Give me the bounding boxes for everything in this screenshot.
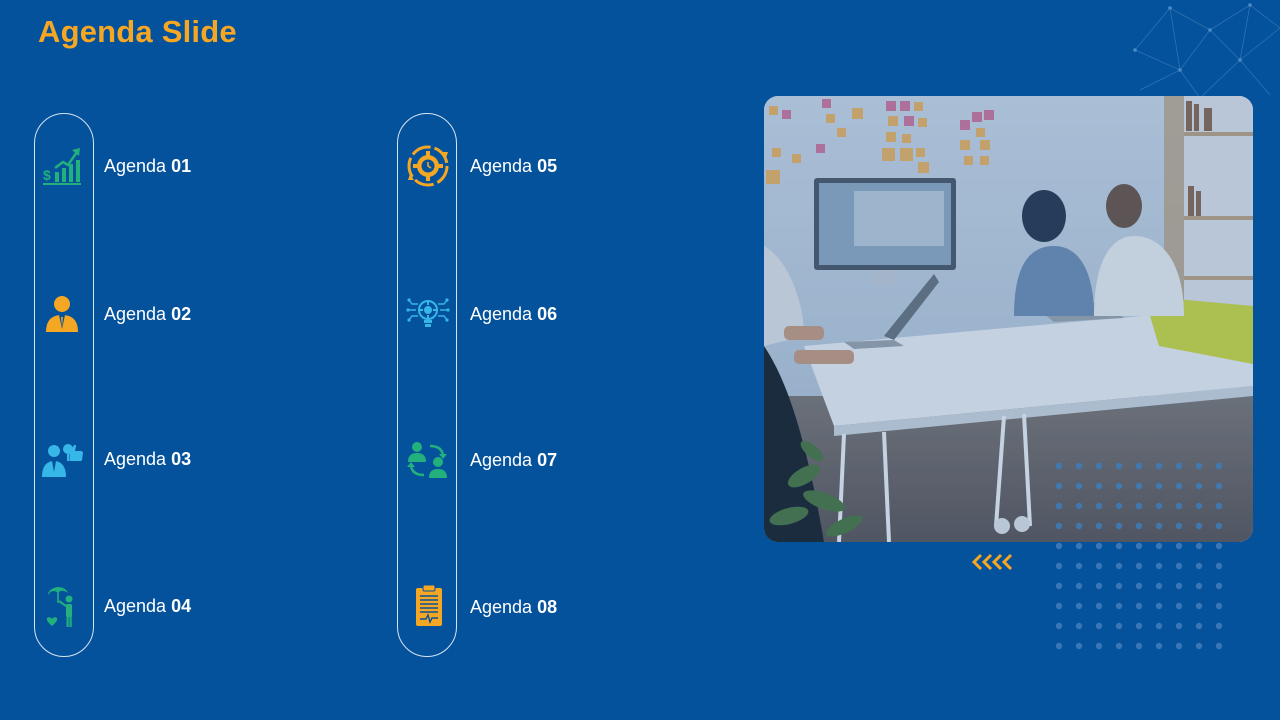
businessman-icon — [40, 294, 84, 334]
gear-clock-icon — [406, 145, 450, 187]
agenda-item-07[interactable]: Agenda 07 — [406, 440, 557, 480]
agenda-label: Agenda 02 — [104, 303, 192, 324]
agenda-item-05[interactable]: Agenda 05 — [406, 145, 558, 187]
agenda-item-03[interactable]: Agenda 03 — [40, 439, 191, 479]
agenda-item-08[interactable]: Agenda 08 — [406, 585, 558, 627]
svg-text:$: $ — [43, 167, 51, 183]
agenda-item-02[interactable]: Agenda 02 — [40, 294, 191, 334]
agenda-item-04[interactable]: Agenda 04 — [40, 586, 192, 627]
network-pattern-decoration — [1133, 3, 1280, 99]
agenda-label: Agenda 08 — [470, 596, 558, 617]
slide-title: Agenda Slide — [38, 14, 237, 49]
agenda-label: Agenda 07 — [470, 449, 558, 470]
people-exchange-icon — [406, 440, 450, 480]
idea-bulb-icon — [406, 294, 450, 334]
agenda-label: Agenda 05 — [470, 155, 558, 176]
agenda-item-06[interactable]: Agenda 06 — [406, 294, 557, 334]
dot-grid-decoration — [1055, 462, 1223, 650]
agenda-item-01[interactable]: $ Agenda 01 — [40, 146, 191, 186]
agenda-column-left-frame — [34, 113, 94, 657]
approval-people-icon — [40, 439, 84, 479]
growth-chart-icon: $ — [40, 146, 84, 186]
team-meeting-photo — [764, 96, 1253, 542]
agenda-label: Agenda 04 — [104, 595, 192, 616]
clipboard-icon — [406, 585, 450, 627]
agenda-label: Agenda 06 — [470, 303, 558, 324]
agenda-column-right-frame — [397, 113, 457, 657]
chevron-left-arrows-icon — [971, 553, 1013, 571]
agenda-label: Agenda 03 — [104, 448, 192, 469]
agenda-label: Agenda 01 — [104, 155, 192, 176]
umbrella-care-icon — [40, 586, 84, 627]
